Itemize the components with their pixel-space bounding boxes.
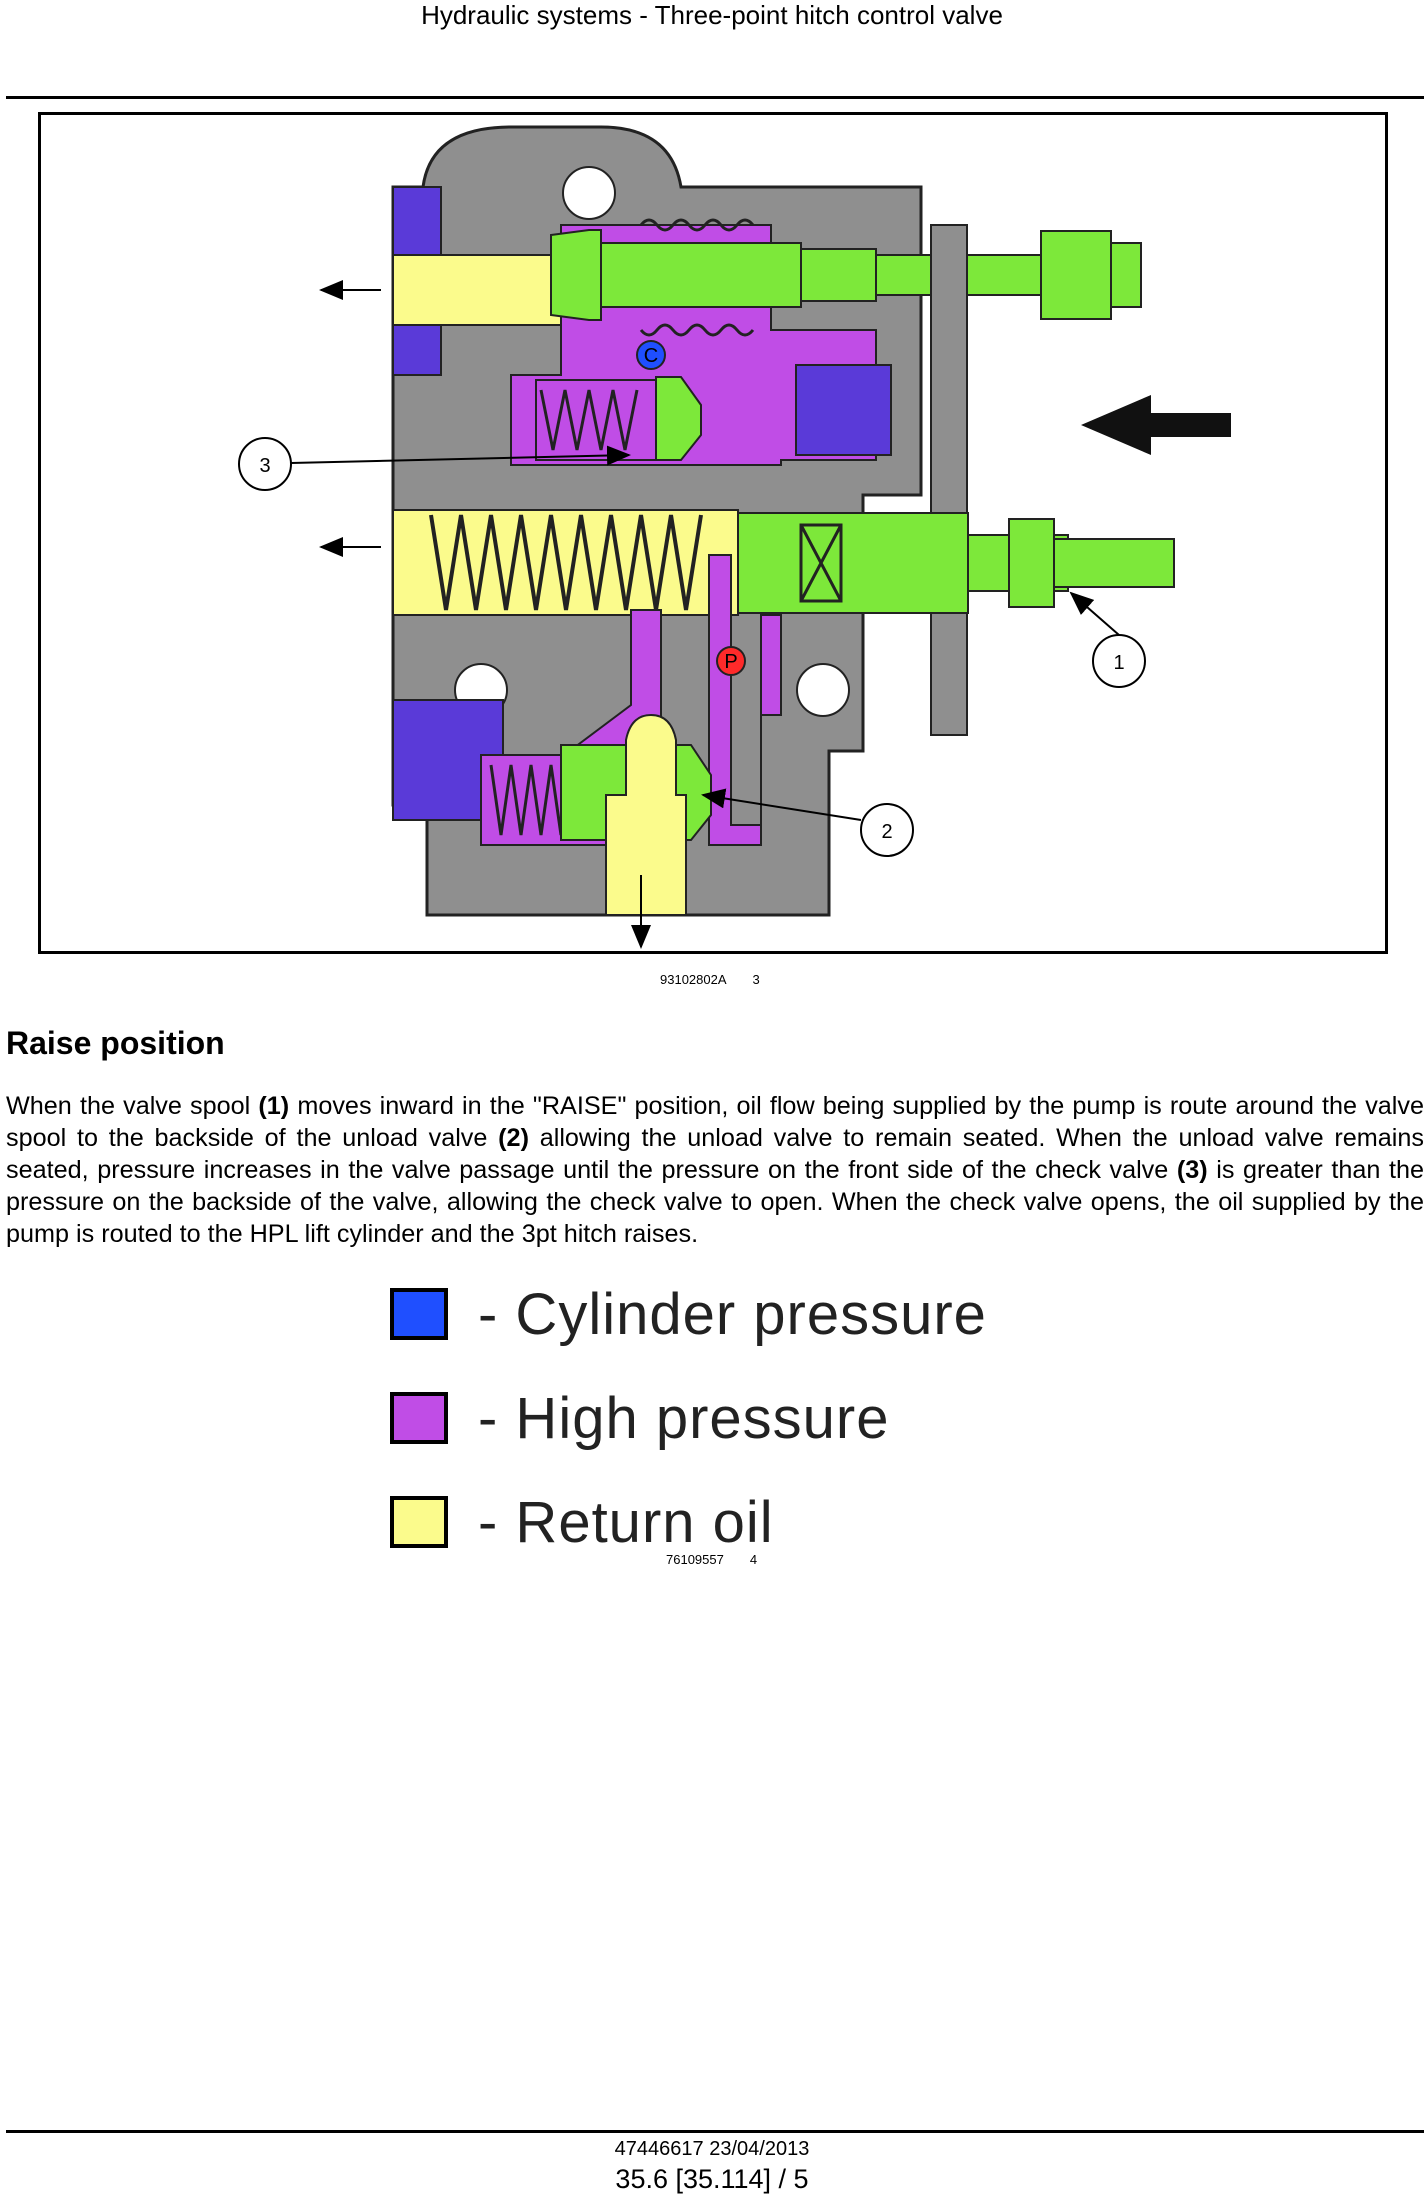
upper-cylinder-passage [392,186,442,376]
upper-spool-assembly [550,218,1142,337]
cylinder-pressure-swatch [390,1288,448,1340]
footer-rule [6,2130,1424,2133]
callout-2: 2 [701,788,914,857]
figure-4-caption: 76109557 4 [666,1552,757,1568]
valve-diagram-figure: C P 1 2 3 [38,112,1388,954]
figure-3-number: 3 [752,972,760,987]
valve-cross-section: C P 1 2 3 [238,125,1231,949]
callout-1: 1 [1069,591,1146,688]
high-pressure-swatch [390,1392,448,1444]
footer-page-number: 35.6 [35.114] / 5 [615,2164,809,2194]
bottom-return-port [605,713,687,916]
return-oil-swatch [390,1496,448,1548]
figure-4-image-id: 76109557 [666,1552,724,1567]
cylinder-port-right [795,364,892,456]
legend-item-high-pressure: - High pressure [390,1366,1090,1470]
figure-4-number: 4 [749,1552,758,1567]
callout-3: 3 [238,437,631,491]
footer-document-id: 47446617 23/04/2013 [614,2138,810,2160]
valve-cover-plate [930,224,968,736]
main-valve-spool [737,512,1175,614]
section-heading: Raise position [6,1025,225,1061]
pump-port-marker [716,646,746,676]
page-header-title: Hydraulic systems - Three-point hitch co… [421,0,1003,30]
header-rule [6,96,1424,99]
svg-text:3: 3 [259,455,270,477]
legend-item-return-oil: - Return oil [390,1470,1090,1574]
spool-spring-chamber [392,509,739,616]
legend-item-cylinder-pressure: - Cylinder pressure [390,1262,1090,1366]
pressure-legend: - Cylinder pressure - High pressure - Re… [390,1262,1090,1574]
pump-pressure-passage [708,554,782,846]
inward-direction-arrow [1081,395,1231,455]
check-valve [535,376,702,461]
figure-3-caption: 93102802A 3 [660,972,760,988]
raise-position-paragraph: When the valve spool (1) moves inward in… [6,1092,1424,1248]
cylinder-port-marker [636,340,666,370]
port-label-p: P [724,651,737,673]
figure-3-image-id: 93102802A [660,972,727,987]
port-label-c: C [644,345,658,367]
svg-text:2: 2 [881,821,892,843]
svg-text:1: 1 [1113,652,1124,674]
